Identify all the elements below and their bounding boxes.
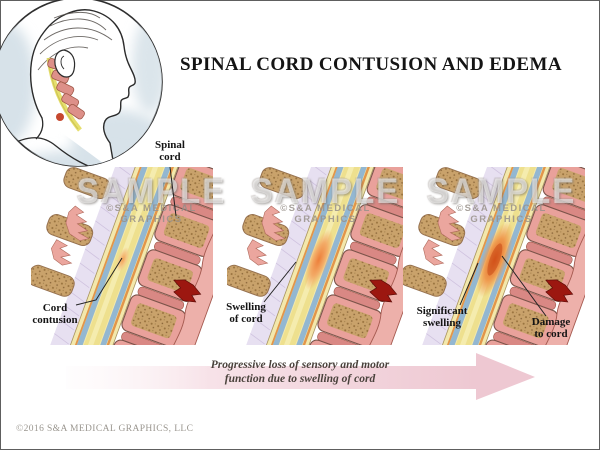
label-swelling-of-cord: Swelling of cord — [226, 301, 266, 326]
arrow-caption: Progressive loss of sensory and motor fu… — [210, 359, 390, 385]
panel-b-spine-illustration — [227, 167, 409, 345]
panel-a-spine-illustration — [31, 167, 213, 345]
head-neck-inset-icon — [0, 0, 163, 167]
label-spinal-cord: Spinal cord — [155, 139, 185, 164]
label-cord-contusion: Cord contusion — [32, 302, 78, 327]
copyright-text: ©2016 S&A MEDICAL GRAPHICS, LLC — [16, 424, 194, 434]
panel-c-spine-illustration — [403, 167, 585, 345]
progression-arrow — [66, 353, 535, 400]
arrow-body — [66, 366, 477, 389]
page-title: SPINAL CORD CONTUSION AND EDEMA — [180, 54, 562, 75]
arrow-head — [476, 353, 535, 400]
label-damage-to-cord: Damage to cord — [531, 316, 571, 341]
label-significant-swelling: Significant swelling — [416, 305, 468, 330]
